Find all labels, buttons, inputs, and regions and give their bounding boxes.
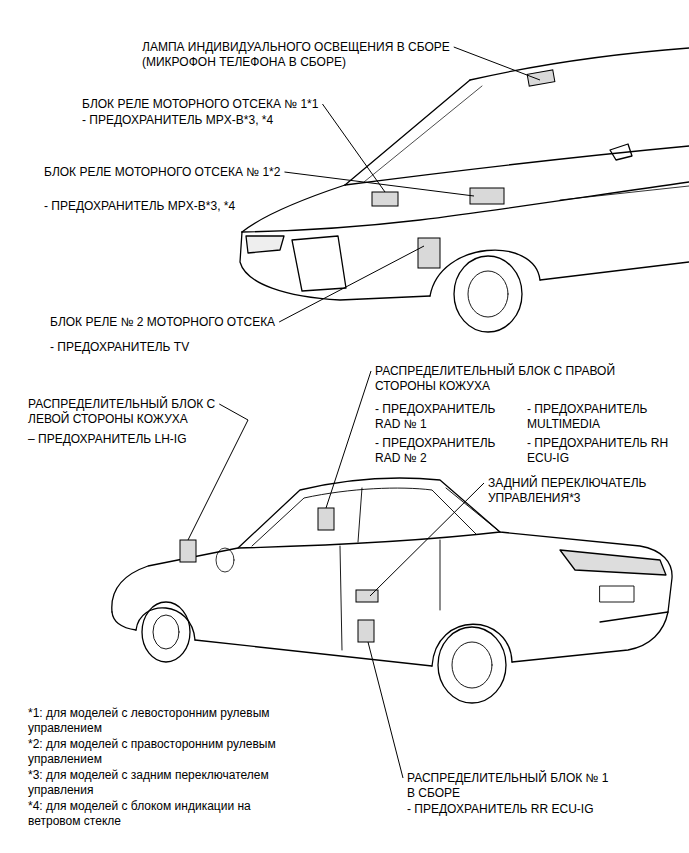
cowl-junction-block-rh — [318, 508, 334, 530]
front-face — [240, 232, 430, 300]
leader-line — [322, 104, 385, 192]
rear-wheel — [438, 627, 506, 703]
leader-line — [279, 246, 424, 322]
leader-line — [188, 404, 248, 540]
footnote: *2: для моделей с правосторонним рулевым… — [28, 737, 290, 767]
roof-edge — [470, 48, 689, 80]
front-wheel — [142, 602, 190, 662]
relay-block-1-lhd — [372, 192, 398, 206]
sill — [195, 640, 432, 666]
belt-line — [238, 532, 500, 548]
part-label: ЗАДНИЙ ПЕРЕКЛЮЧАТЕЛЬ УПРАВЛЕНИЯ*3 — [488, 476, 683, 506]
hood-edge — [242, 185, 345, 232]
car-front-view — [240, 48, 689, 332]
body-outline — [112, 478, 672, 662]
wheel-arch — [430, 250, 540, 296]
cowl-line — [345, 146, 689, 185]
rear-wheel-rim — [452, 642, 492, 688]
steering-wheel — [216, 548, 234, 572]
map-lamp — [527, 70, 555, 86]
junction-block-1 — [358, 620, 374, 642]
rear-wheel-arch — [432, 624, 512, 666]
license-plate — [600, 586, 634, 602]
a-pillar — [345, 80, 470, 185]
windshield-inner — [364, 86, 482, 182]
relay-block-2 — [418, 238, 440, 268]
fuse-label: - ПРЕДОХРАНИТЕЛЬ TV — [50, 340, 189, 355]
part-label: ЛАМПА ИНДИВИДУАЛЬНОГО ОСВЕЩЕНИЯ В СБОРЕ — [142, 40, 450, 55]
front-wheel-rim — [153, 615, 179, 649]
part-label: БЛОК РЕЛЕ МОТОРНОГО ОТСЕКА № 1*2 — [44, 165, 280, 180]
door-line — [340, 546, 342, 650]
footnote: *3: для моделей с задним переключателем … — [28, 768, 290, 798]
footnote: *4: для моделей с блоком индикации на ве… — [28, 799, 290, 829]
b-pillar — [358, 488, 362, 542]
part-label: БЛОК РЕЛЕ МОТОРНОГО ОТСЕКА № 1*1 — [82, 97, 318, 112]
leader-line — [368, 642, 403, 778]
part-label: (МИКРОФОН ТЕЛЕФОНА В СБОРЕ) — [142, 55, 346, 70]
door-line — [440, 540, 441, 610]
fuse-label: - ПРЕДОХРАНИТЕЛЬ RAD № 2 — [375, 436, 520, 466]
side-mirror — [610, 144, 632, 160]
fuse-label: - ПРЕДОХРАНИТЕЛЬ MPX-B*3, *4 — [82, 113, 273, 128]
leader-line — [370, 483, 484, 596]
front-wheel — [454, 256, 522, 332]
belt-line — [560, 186, 689, 200]
front-wheel-arch — [136, 608, 195, 640]
leader-lines — [188, 47, 540, 778]
part-label: РАСПРЕДЕЛИТЕЛЬНЫЙ БЛОК С ЛЕВОЙ СТОРОНЫ К… — [28, 397, 240, 427]
fuse-label: - ПРЕДОХРАНИТЕЛЬ MPX-B*3, *4 — [44, 199, 235, 214]
component-group — [372, 70, 555, 268]
part-label: РАСПРЕДЕЛИТЕЛЬНЫЙ БЛОК № 1 В СБОРЕ — [407, 771, 615, 801]
part-label: РАСПРЕДЕЛИТЕЛЬНЫЙ БЛОК С ПРАВОЙ СТОРОНЫ … — [375, 364, 645, 394]
fuse-label: - ПРЕДОХРАНИТЕЛЬ MULTIMEDIA — [527, 402, 677, 432]
taillight — [560, 550, 666, 575]
hood-front-edge — [242, 182, 689, 232]
rear-bumper — [600, 612, 668, 622]
fuse-label: - ПРЕДОХРАНИТЕЛЬ RR ECU-IG — [407, 802, 593, 817]
footnote: *1: для моделей с левосторонним рулевым … — [28, 706, 290, 736]
front-bumper — [112, 612, 136, 630]
cowl-junction-block-lh — [180, 540, 196, 562]
leader-line — [326, 371, 371, 508]
fuse-label: - ПРЕДОХРАНИТЕЛЬ RAD № 1 — [375, 402, 520, 432]
headlight — [246, 236, 284, 253]
fuse-label: – ПРЕДОХРАНИТЕЛЬ LH-IG — [28, 432, 186, 447]
leader-line — [454, 47, 540, 80]
grille — [292, 236, 346, 291]
front-wheel-rim — [468, 271, 508, 317]
fuse-label: - ПРЕДОХРАНИТЕЛЬ RH ECU-IG — [527, 436, 677, 466]
relay-block-1-rhd — [470, 188, 504, 204]
sill — [540, 262, 689, 280]
leader-line — [284, 172, 474, 196]
part-label: БЛОК РЕЛЕ № 2 МОТОРНОГО ОТСЕКА — [50, 315, 275, 330]
component-group — [180, 508, 378, 642]
car-rear-view — [112, 478, 672, 703]
